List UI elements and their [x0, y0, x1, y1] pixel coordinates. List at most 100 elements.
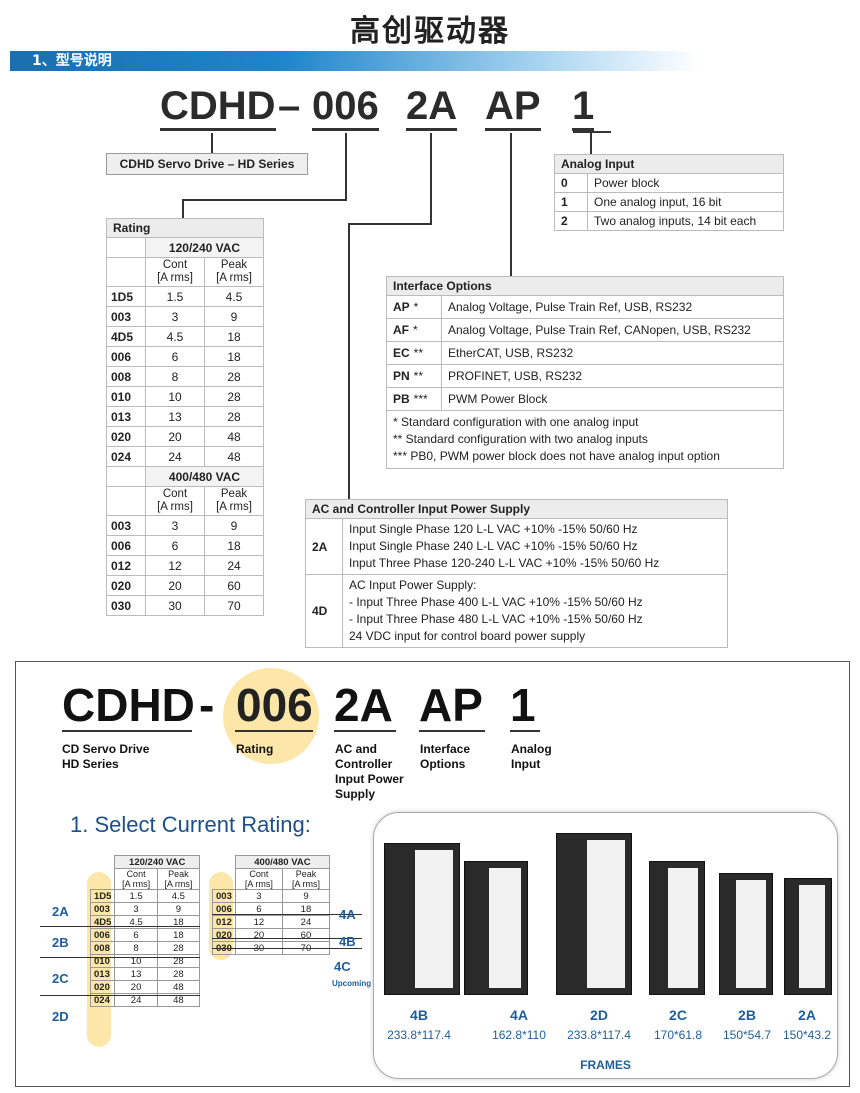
connector-line [573, 131, 611, 133]
drive-image-2d [556, 833, 632, 995]
code-ac-input: 2A [406, 86, 458, 131]
rating-title: Rating [106, 218, 264, 238]
frame-name: 4B [410, 1007, 428, 1023]
frame-dimensions: 233.8*117.4 [567, 1028, 631, 1042]
underline [334, 730, 396, 732]
frame-name: 2D [590, 1007, 608, 1023]
ac-input-table: AC and Controller Input Power Supply 2A … [305, 499, 728, 648]
table-row: AF*Analog Voltage, Pulse Train Ref, CANo… [386, 318, 784, 342]
frames-label: FRAMES [580, 1058, 631, 1072]
connector-line [348, 223, 350, 499]
divider [40, 926, 200, 927]
code-series: CDHD [160, 86, 276, 131]
frame-dimensions: 170*61.8 [653, 1028, 703, 1042]
divider [212, 914, 362, 915]
connector-line [348, 223, 432, 225]
frame-dimensions: 162.8*110 [492, 1028, 546, 1042]
section-header: 1、型号说明 [10, 51, 700, 71]
connector-line [590, 133, 592, 154]
frame-dimensions: 233.8*117.4 [387, 1028, 451, 1042]
underline [62, 730, 192, 732]
divider [212, 938, 362, 939]
connector-line [182, 199, 347, 201]
table-row: PN**PROFINET, USB, RS232 [386, 364, 784, 388]
divider [40, 995, 200, 996]
divider [40, 957, 200, 958]
connector-line [430, 133, 432, 225]
frame-name: 2A [798, 1007, 816, 1023]
group-label: 4C [334, 959, 351, 974]
section-title: 1、型号说明 [32, 53, 112, 69]
drive-image-4a [464, 861, 528, 995]
table-row: AP*Analog Voltage, Pulse Train Ref, USB,… [386, 295, 784, 319]
connector-line [211, 133, 213, 153]
group-label: 2B [52, 935, 69, 950]
ac-title: AC and Controller Input Power Supply [305, 499, 728, 519]
lower-code-rating: 006 [236, 679, 313, 731]
group-label: 4B [339, 934, 356, 949]
divider [212, 948, 362, 949]
underline [235, 730, 313, 732]
frame-name: 4A [510, 1007, 528, 1023]
drive-image-2a [784, 878, 832, 995]
upcoming-label: Upcoming [332, 979, 372, 988]
interface-options-table: Interface Options AP*Analog Voltage, Pul… [386, 276, 784, 469]
underline [510, 730, 540, 732]
rating-table: Rating 120/240 VAC Cont[A rms]Peak[A rms… [106, 218, 264, 616]
group-label: 2A [52, 904, 69, 919]
connector-line [510, 133, 512, 276]
underline [419, 730, 485, 732]
analog-title: Analog Input [554, 154, 784, 174]
frame-name: 2B [738, 1007, 756, 1023]
drive-image-2b [719, 873, 773, 995]
lower-code-analog: 1 [510, 679, 536, 731]
lower-code-series: CDHD [62, 679, 195, 731]
code-analog: 1 [572, 86, 595, 131]
interface-title: Interface Options [386, 276, 784, 296]
code-rating: 006 [312, 86, 379, 131]
group-label: 4A [339, 907, 356, 922]
lower-code-ac: 2A [334, 679, 393, 731]
code-dash: – [278, 84, 301, 128]
lower-code-interface: AP [419, 679, 483, 731]
code-interface: AP [485, 86, 541, 131]
table-row: EC**EtherCAT, USB, RS232 [386, 341, 784, 365]
rating-highlight [223, 668, 319, 764]
table-row: PB***PWM Power Block [386, 387, 784, 411]
select-rating-heading: 1. Select Current Rating: [70, 812, 311, 837]
lower-code-dash: - [199, 679, 215, 731]
label-rating: Rating [236, 742, 274, 756]
frame-dimensions: 150*54.7 [722, 1028, 772, 1042]
page-title: 高创驱动器 [350, 14, 510, 49]
